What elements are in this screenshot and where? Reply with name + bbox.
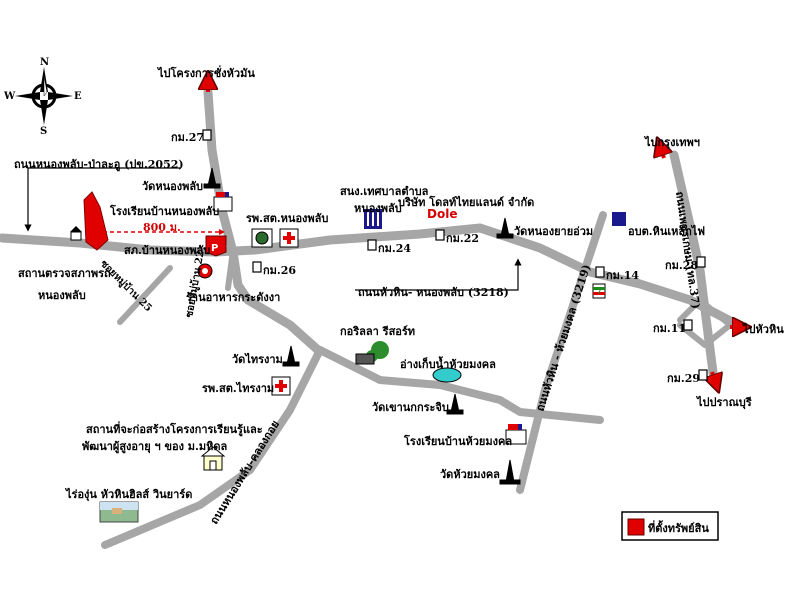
arrow-to-pranburi bbox=[712, 372, 716, 384]
label-municipality-1: สนง.เทศบาลตำบล bbox=[340, 185, 429, 198]
label-obt-hinlekfai: อบต.หินเหล็กไฟ bbox=[628, 225, 706, 238]
restaurant-icon bbox=[197, 263, 213, 279]
label-wat-nongyaiom: วัดหนองยายอ่วม bbox=[514, 225, 594, 238]
label-dole: บริษัท โดลท์ไทยแลนด์ จำกัด bbox=[398, 196, 535, 209]
km14-marker-icon bbox=[595, 266, 605, 278]
label-restaurant: ร้านอาหารกระดังงา bbox=[186, 291, 281, 304]
label-to-hua-hin: ไปหัวหิน bbox=[743, 323, 784, 336]
compass-s: S bbox=[40, 126, 48, 137]
road-nongphlap-main bbox=[0, 223, 745, 331]
label-km28: กม.28 bbox=[665, 259, 699, 272]
seven-eleven-icon bbox=[592, 283, 606, 299]
km28-marker-icon bbox=[696, 256, 706, 268]
label-to-pranburi: ไปปราณบุรี bbox=[697, 396, 752, 409]
label-wat-huaimongkol: วัดห้วยมงคล bbox=[440, 468, 500, 481]
school-nongphlap-icon bbox=[213, 192, 233, 212]
resort-icon bbox=[355, 341, 389, 365]
hospital-nongphlap-icon bbox=[279, 228, 299, 248]
label-km26: กม.26 bbox=[263, 264, 297, 277]
label-wat-sairgam: วัดไทรงาม bbox=[232, 353, 283, 366]
hospital-sairgam-icon bbox=[271, 376, 291, 396]
label-km24: กม.24 bbox=[378, 242, 412, 255]
label-km11: กม.11 bbox=[653, 322, 687, 335]
road-phetkasem bbox=[669, 150, 719, 385]
road-huahin-huaimongkol bbox=[516, 211, 607, 494]
km11-marker-icon bbox=[683, 319, 693, 331]
parking-label: P bbox=[211, 243, 218, 254]
km26-marker-icon bbox=[252, 261, 262, 273]
label-school-nongphlap: โรงเรียนบ้านหนองพลับ bbox=[110, 205, 220, 218]
km27-marker-icon bbox=[202, 129, 212, 141]
distance-label: 800 ม. bbox=[143, 221, 181, 234]
parking-icon bbox=[205, 235, 227, 257]
label-school-huaimongkol: โรงเรียนบ้านห้วยมงคล bbox=[404, 435, 513, 448]
leader-huahin-nongphlap bbox=[355, 258, 522, 291]
legend-swatch bbox=[627, 518, 645, 536]
arrow-to-bangkok bbox=[660, 146, 664, 158]
label-huahin-nongphlap: ถนนหัวหิน- หนองพลับ (3218) bbox=[358, 286, 509, 299]
label-wat-khao-krachib: วัดเขานกกระจิบ bbox=[372, 401, 449, 414]
legend-label: ที่ตั้งทรัพย์สิน bbox=[648, 522, 709, 535]
road-soi-25 bbox=[117, 265, 173, 325]
label-inspection-station-2: หนองพลับ bbox=[38, 289, 86, 302]
label-hospital-sairgam: รพ.สต.ไทรงาม bbox=[202, 382, 275, 395]
label-vineyard: ไร่องุ่น หัวหินฮิลส์ วินยาร์ด bbox=[66, 488, 193, 501]
reservoir-shape bbox=[432, 367, 462, 383]
school-huaimongkol-icon bbox=[505, 424, 527, 445]
label-huahin-huaimongkol: ถนนหัวหิน - ห้วยมงคล (3219) bbox=[533, 263, 593, 413]
label-inspection-station: สถานตรวจสภาพรถ bbox=[18, 267, 111, 280]
wat-nongphlap-icon bbox=[203, 167, 221, 189]
label-to-sugar-factory: ไปโครงการชั่งหัวมัน bbox=[158, 67, 255, 80]
compass-icon bbox=[15, 67, 73, 125]
obt-icon bbox=[612, 212, 626, 226]
label-nongphlap-palaoo: ถนนหนองพลับ-ป่าละอู (ปข.2052) bbox=[14, 158, 184, 171]
road-south-branch bbox=[243, 295, 323, 355]
municipality-icon bbox=[364, 209, 382, 229]
vineyard-icon bbox=[99, 501, 139, 523]
dole-logo: Dole bbox=[427, 207, 458, 221]
label-to-bangkok: ไปกรุงเทพฯ bbox=[645, 136, 700, 149]
label-km14: กม.14 bbox=[606, 269, 640, 282]
police-station-icon bbox=[251, 228, 273, 248]
label-police-nongphlap: สภ.บ้านหนองพลับ bbox=[124, 244, 211, 257]
wat-sairgam-icon bbox=[282, 345, 300, 367]
label-reservoir: อ่างเก็บน้ำห้วยมงคล bbox=[400, 358, 496, 371]
property-location bbox=[83, 191, 109, 251]
wat-khao-krachib-icon bbox=[446, 393, 464, 415]
wat-huaimongkol-icon bbox=[499, 459, 521, 485]
wat-nongyaiom-icon bbox=[496, 217, 514, 239]
seven-eleven-label: 7 bbox=[596, 287, 603, 297]
legend-box bbox=[621, 511, 719, 541]
km24-marker-icon bbox=[367, 239, 377, 251]
label-construction-2: พัฒนาผู้สูงอายุ ฯ ของ ม.มหิดล bbox=[82, 440, 228, 453]
compass-e: E bbox=[74, 91, 82, 102]
label-soi-22: ซอยหมู่บ้าน 22 bbox=[183, 249, 208, 318]
leader-nongphlap-palaoo bbox=[24, 167, 180, 232]
compass-n: N bbox=[40, 57, 50, 68]
road-to-huaimongkol bbox=[316, 346, 604, 424]
label-km27: กม.27 bbox=[171, 131, 205, 144]
label-km29: กม.29 bbox=[667, 372, 701, 385]
construction-site-icon bbox=[200, 446, 226, 471]
km29-marker-icon bbox=[698, 369, 708, 381]
label-hospital-nongphlap: รพ.สต.หนองพลับ bbox=[246, 212, 329, 225]
inspection-station-icon bbox=[70, 226, 82, 241]
road-soi-22 bbox=[225, 255, 235, 291]
label-municipality-2: หนองพลับ bbox=[354, 202, 402, 215]
km22-marker-icon bbox=[435, 229, 445, 241]
compass-w: W bbox=[4, 91, 16, 102]
label-construction-1: สถานที่จะก่อสร้างโครงการเรียนรู้และ bbox=[86, 423, 263, 436]
label-gorilla-resort: กอริลลา รีสอร์ท bbox=[340, 325, 416, 338]
road-nongphlap-klongkoy bbox=[101, 346, 324, 549]
label-wat-nongphlap: วัดหนองพลับ bbox=[142, 180, 204, 193]
label-km22: กม.22 bbox=[446, 232, 480, 245]
